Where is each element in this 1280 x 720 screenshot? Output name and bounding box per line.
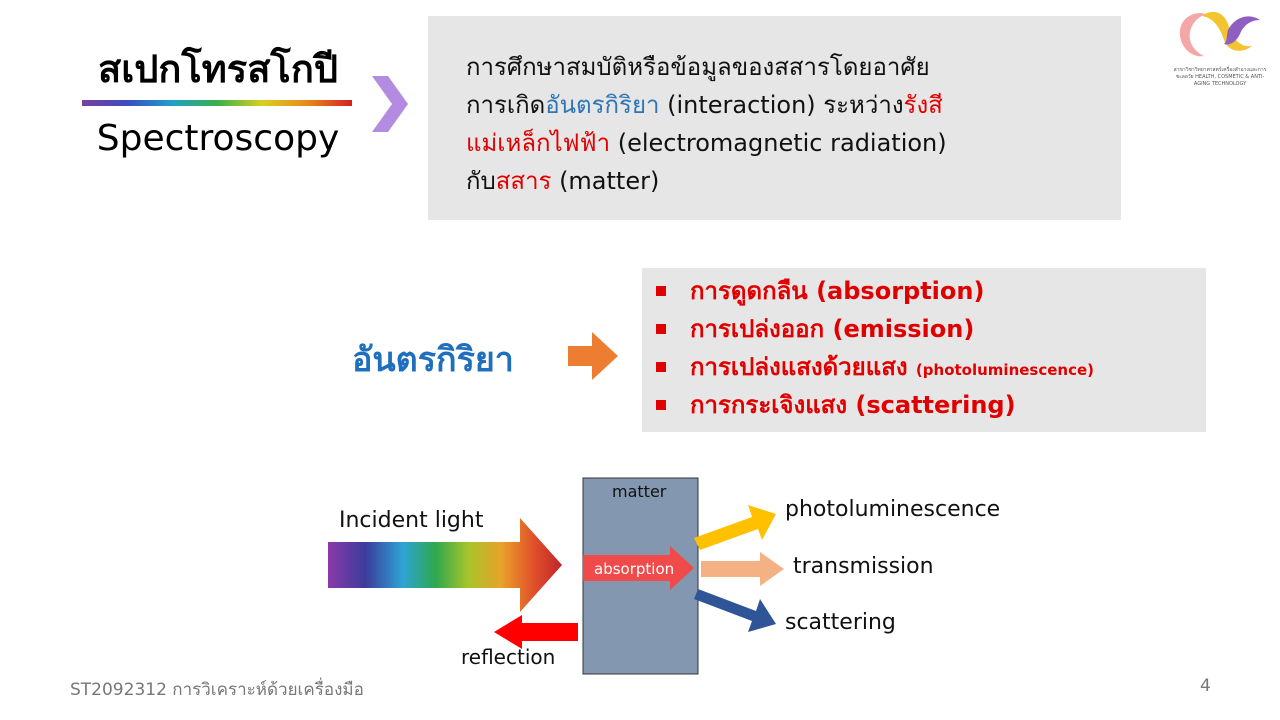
title-english: Spectroscopy bbox=[96, 118, 340, 159]
definition-line-1: การศึกษาสมบัติหรือข้อมูลของสสารโดยอาศัย bbox=[466, 53, 930, 81]
definition-highlight-matter: สสาร bbox=[495, 167, 552, 195]
definition-box bbox=[428, 16, 1121, 220]
interaction-list-box bbox=[642, 268, 1206, 432]
list-item-text: การกระเจิงแสง (scattering) bbox=[690, 391, 1016, 419]
title-thai: สเปกโทรสโกปี bbox=[98, 47, 338, 91]
definition-highlight-interaction: อันตรกิริยา bbox=[545, 91, 660, 119]
chevron-right-icon bbox=[372, 76, 408, 132]
definition-text-part: การเกิด bbox=[466, 91, 546, 119]
list-item: การเปล่งแสงด้วยแสง (photoluminescence) bbox=[654, 349, 1094, 387]
definition-line-2: การเกิดอันตรกิริยา (interaction) ระหว่าง… bbox=[466, 86, 1106, 124]
list-item-subtext: (photoluminescence) bbox=[915, 361, 1095, 379]
square-bullet-icon bbox=[656, 324, 666, 334]
logo-caption: สาขาวิชาวิทยาศาสตร์เครื่องสำอางและการชะล… bbox=[1173, 67, 1267, 87]
square-bullet-icon bbox=[656, 362, 666, 372]
list-item-text: การเปล่งออก (emission) bbox=[690, 315, 975, 343]
square-bullet-icon bbox=[656, 400, 666, 410]
list-item: การกระเจิงแสง (scattering) bbox=[654, 387, 1094, 425]
scattering-arrow bbox=[694, 589, 776, 632]
square-bullet-icon bbox=[656, 286, 666, 296]
interaction-list: การดูดกลืน (absorption) การเปล่งออก (emi… bbox=[654, 273, 1094, 425]
rainbow-divider bbox=[82, 100, 352, 106]
incident-light-label: Incident light bbox=[339, 508, 484, 533]
footer-page-number: 4 bbox=[1200, 676, 1211, 696]
definition-line-4: กับสสาร (matter) bbox=[466, 162, 1106, 200]
arrow-right-icon bbox=[568, 332, 618, 380]
list-item: การดูดกลืน (absorption) bbox=[654, 273, 1094, 311]
definition-highlight-radiation: รังสี bbox=[903, 91, 943, 119]
incident-light-arrow bbox=[328, 518, 562, 612]
definition-text-part: (electromagnetic radiation) bbox=[610, 129, 947, 157]
definition-line-3: แม่เหล็กไฟฟ้า (electromagnetic radiation… bbox=[466, 124, 1106, 162]
list-item-text: การเปล่งแสงด้วยแสง bbox=[690, 353, 916, 381]
photoluminescence-label: photoluminescence bbox=[785, 497, 1001, 522]
photoluminescence-arrow bbox=[694, 505, 776, 550]
interaction-label: อันตรกิริยา bbox=[352, 340, 514, 380]
definition-text-part: (matter) bbox=[551, 167, 660, 195]
list-item: การเปล่งออก (emission) bbox=[654, 311, 1094, 349]
transmission-label: transmission bbox=[793, 554, 934, 579]
university-logo-icon bbox=[1179, 11, 1260, 57]
transmission-arrow bbox=[701, 552, 784, 586]
absorption-arrow bbox=[583, 546, 694, 590]
absorption-label: absorption bbox=[594, 560, 675, 578]
list-item-text: การดูดกลืน (absorption) bbox=[690, 277, 985, 305]
footer-course: ST2092312 การวิเคราะห์ด้วยเครื่องมือ bbox=[70, 680, 364, 700]
reflection-label: reflection bbox=[461, 645, 556, 669]
scattering-label: scattering bbox=[785, 610, 896, 635]
reflection-arrow bbox=[494, 615, 578, 649]
definition-highlight-electromagnetic: แม่เหล็กไฟฟ้า bbox=[466, 129, 611, 157]
definition-text-part: กับ bbox=[466, 167, 496, 195]
matter-label: matter bbox=[612, 482, 667, 501]
definition-text-part: (interaction) ระหว่าง bbox=[659, 91, 904, 119]
definition-text: การศึกษาสมบัติหรือข้อมูลของสสารโดยอาศัย … bbox=[466, 48, 1106, 200]
